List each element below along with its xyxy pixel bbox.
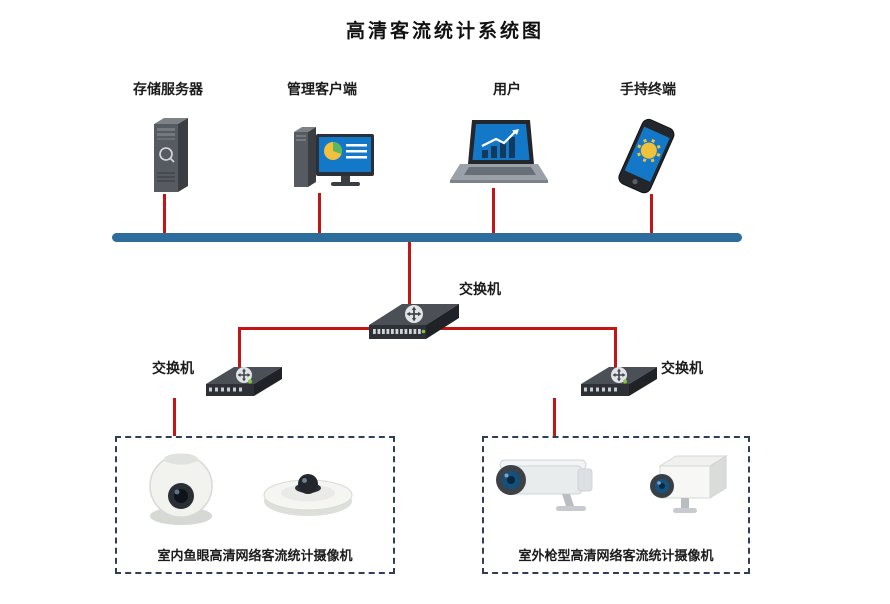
link-client-to-bus [318,193,321,235]
link-bus-to-core-switch [408,242,411,304]
smartphone-icon [606,114,686,200]
right-network-switch-icon [577,362,661,408]
core-switch-label: 交换机 [459,281,501,297]
link-server-to-bus [163,194,166,235]
outdoor-camera-group-label: 室外枪型高清网络客流统计摄像机 [518,548,714,563]
link-laptop-to-bus [492,188,495,235]
bullet-camera-icon [492,450,600,520]
link-branch-to-left-switch [238,327,241,369]
box-camera-icon [642,448,734,524]
network-bus-line [112,233,742,242]
link-right-switch-to-cameras [553,398,556,458]
core-network-switch-icon [364,298,464,350]
laptop-icon [446,120,548,192]
outdoor-camera-group-box: 室外枪型高清网络客流统计摄像机 [482,436,750,574]
indoor-camera-group-box: 室内鱼眼高清网络客流统计摄像机 [115,436,395,574]
server-tower-icon [140,114,198,198]
link-left-switch-to-cameras [173,398,176,458]
diagram-title: 高清客流统计系统图 [345,21,544,42]
desktop-computer-icon [286,118,380,198]
indoor-camera-group-label: 室内鱼眼高清网络客流统计摄像机 [157,548,353,563]
left-switch-label: 交换机 [152,360,194,376]
management-client-label: 管理客户端 [287,81,357,97]
fisheye-panoramic-camera-icon [260,454,356,526]
user-label: 用户 [493,81,521,97]
handheld-terminal-label: 手持终端 [620,81,676,97]
link-phone-to-bus [650,194,653,235]
right-switch-label: 交换机 [661,360,703,376]
fisheye-dome-camera-icon [141,446,221,530]
link-branch-to-right-switch [614,327,617,369]
storage-server-label: 存储服务器 [133,81,203,97]
left-network-switch-icon [202,362,286,408]
